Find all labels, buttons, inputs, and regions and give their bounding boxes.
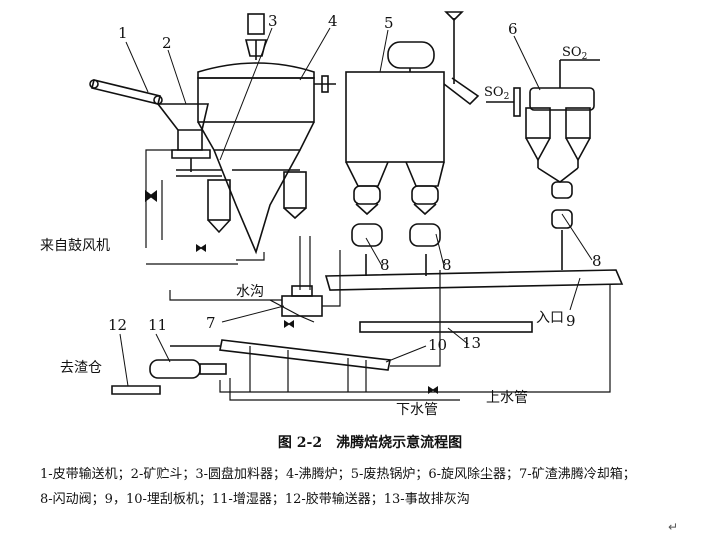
label-so2-outlet: SO2 xyxy=(562,45,587,62)
humidifier-11 xyxy=(149,359,227,379)
scraper-conveyor-9 xyxy=(324,230,624,291)
legend: 1-皮带输送机；2-矿贮斗；3-圆盘加料器；4-沸腾炉；5-废热锅炉；6-旋风除… xyxy=(40,462,680,512)
label-inlet: 入口 xyxy=(536,310,564,326)
legend-item: 12-胶带输送器； xyxy=(284,492,384,507)
legend-item: 5-废热锅炉； xyxy=(350,467,429,482)
legend-item: 13-事故排灰沟 xyxy=(383,492,470,507)
legend-item: 7-矿渣沸腾冷却箱； xyxy=(519,467,636,482)
callout-10: 10 xyxy=(428,336,447,354)
disc-feeder-3 xyxy=(176,169,300,177)
callout-8c: 8 xyxy=(592,252,602,270)
label-so2-boiler: SO2 xyxy=(484,85,509,102)
return-mark: ↵ xyxy=(668,520,679,534)
label-water-in: 上水管 xyxy=(486,390,528,406)
label-slag: 去渣仓 xyxy=(60,360,102,376)
fluidized-furnace-4 xyxy=(197,13,336,255)
ore-hopper-2 xyxy=(156,103,211,172)
cyclone-collector-6 xyxy=(486,59,600,229)
callout-4: 4 xyxy=(328,12,338,30)
callout-6: 6 xyxy=(508,20,518,38)
label-water-out: 下水管 xyxy=(396,402,438,418)
flow-diagram: 1 2 3 4 5 6 7 8 8 8 9 10 11 12 13 来自鼓风机 … xyxy=(40,11,624,418)
legend-item: 6-旋风除尘器； xyxy=(428,467,520,482)
callout-2: 2 xyxy=(162,34,172,52)
legend-item: 3-圆盘加料器； xyxy=(195,467,287,482)
callout-3: 3 xyxy=(268,12,278,30)
callout-8b: 8 xyxy=(442,256,452,274)
callout-8a: 8 xyxy=(380,256,390,274)
legend-item: 2-矿贮斗； xyxy=(130,467,196,482)
legend-item: 9，10-埋刮板机； xyxy=(104,492,212,507)
callout-12: 12 xyxy=(108,316,127,334)
belt-conveyor-1 xyxy=(89,79,163,105)
legend-item: 8-闪动阀； xyxy=(40,492,105,507)
callout-9: 9 xyxy=(566,312,576,330)
callout-5: 5 xyxy=(384,14,394,32)
scraper-conveyor-10 xyxy=(170,339,391,371)
callout-13: 13 xyxy=(462,334,481,352)
callout-7: 7 xyxy=(206,314,216,332)
callout-11: 11 xyxy=(148,316,167,334)
figure-caption: 图 2-2 沸腾焙烧示意流程图 xyxy=(277,435,463,451)
label-ditch: 水沟 xyxy=(236,284,264,300)
legend-item: 4-沸腾炉； xyxy=(286,467,351,482)
waste-heat-boiler-5 xyxy=(345,11,480,247)
callout-1: 1 xyxy=(118,24,128,42)
ash-trench-13 xyxy=(359,321,533,333)
piping xyxy=(145,149,611,401)
legend-item: 11-增湿器； xyxy=(211,492,285,507)
slag-cooler-7 xyxy=(207,171,323,317)
belt-conveyor-12 xyxy=(111,385,161,395)
label-blower: 来自鼓风机 xyxy=(40,238,110,254)
legend-item: 1-皮带输送机； xyxy=(40,467,131,482)
